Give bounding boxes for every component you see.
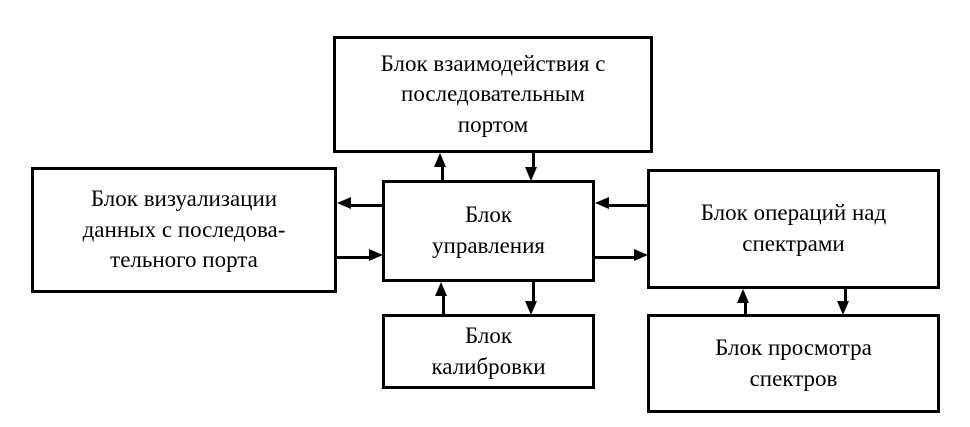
arrow-control-to-visualization-icon [337, 197, 383, 212]
block-serial-data-visualization[interactable]: Блок визуализации данных с последова- те… [31, 167, 337, 293]
arrow-shaft [844, 289, 847, 302]
arrowhead-left [595, 197, 609, 209]
arrow-shaft [532, 282, 535, 302]
arrow-shaft [350, 204, 383, 207]
arrowhead-right [369, 249, 383, 261]
arrow-spectra-operations-to-spectra-viewer-icon [837, 289, 852, 315]
arrow-control-to-calibration-icon [525, 282, 540, 315]
arrow-shaft [608, 204, 648, 207]
block-spectra-viewer[interactable]: Блок просмотра спектров [647, 314, 940, 413]
arrow-spectra-viewer-to-spectra-operations-icon [737, 289, 752, 315]
arrowhead-down [525, 301, 537, 315]
arrow-control-to-spectra-operations-icon [595, 249, 648, 264]
arrow-spectra-operations-to-control-icon [595, 197, 648, 212]
arrow-shaft [532, 153, 535, 168]
arrow-shaft [441, 166, 444, 181]
arrow-shaft [337, 256, 370, 259]
arrow-shaft [442, 295, 445, 315]
block-spectra-operations[interactable]: Блок операций над спектрами [647, 169, 940, 289]
block-serial-port-interaction[interactable]: Блок взаимодействия с последовательным п… [333, 36, 653, 153]
arrow-shaft [595, 256, 635, 259]
arrow-serial-port-to-control-icon [525, 153, 540, 181]
arrowhead-up [434, 153, 446, 167]
arrowhead-down [837, 301, 849, 315]
arrowhead-up [435, 282, 447, 296]
arrow-visualization-to-control-icon [337, 249, 383, 264]
block-control-unit[interactable]: Блок управления [382, 180, 595, 282]
arrowhead-left [337, 197, 351, 209]
arrowhead-up [737, 289, 749, 303]
arrowhead-right [634, 249, 648, 261]
arrow-calibration-to-control-icon [435, 282, 450, 315]
block-calibration[interactable]: Блок калибровки [382, 314, 595, 389]
arrow-control-to-serial-port-icon [434, 153, 449, 181]
arrowhead-down [525, 167, 537, 181]
arrow-shaft [744, 302, 747, 315]
